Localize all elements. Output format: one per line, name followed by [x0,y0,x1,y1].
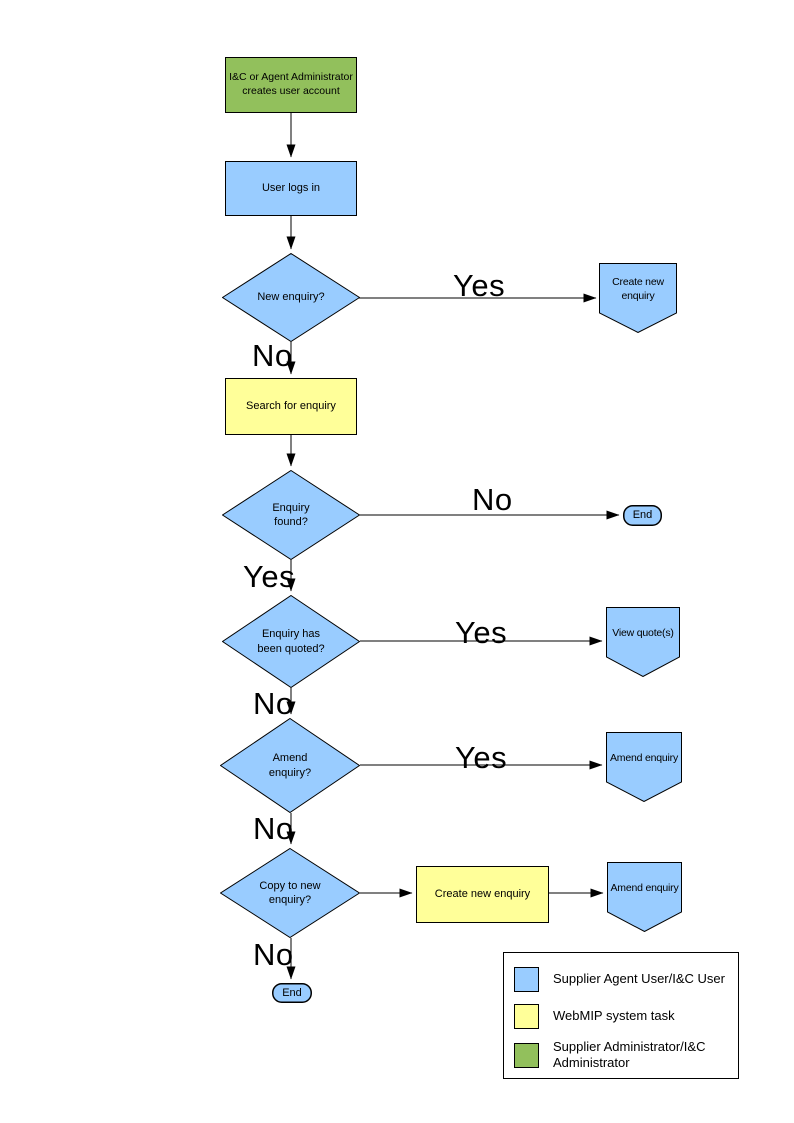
view-quotes-label: View quote(s) [612,627,674,640]
legend-swatch-blue [514,967,539,992]
edge-label-no-quoted: No [253,686,294,721]
node-search-for-enquiry: Search for enquiry [225,378,357,435]
enquiry-quoted-label: Enquiry has been quoted? [257,628,325,655]
view-quotes-offpage-shape [606,607,680,677]
end-2-shape [272,983,312,1003]
search-for-enquiry-label: Search for enquiry [246,400,336,413]
node-amend-enquiry-offpage-1: Amend enquiry [606,732,682,802]
node-end-2: End [272,983,312,1003]
search-for-enquiry-shape [225,378,357,435]
copy-to-new-enquiry-label: Copy to new enquiry? [259,879,321,906]
legend-label-supplier-admin: Supplier Administrator/I&C Administrator [553,1039,706,1071]
amend-enquiry-offpage-2-shape [607,862,682,932]
legend-swatch-green [514,1042,539,1068]
node-create-new-enquiry-task: Create new enquiry [416,866,549,923]
end-1-label: End [632,509,653,522]
amend-enquiry-question-label: Amend enquiry? [268,752,312,779]
end-1-shape [623,505,662,526]
admin-creates-account-label: I&C or Agent Administrator creates user … [229,71,353,97]
legend-label-webmip-task: WebMIP system task [553,1008,675,1024]
edge-label-yes-quoted: Yes [455,615,508,650]
node-admin-creates-account: I&C or Agent Administrator creates user … [225,57,357,113]
new-enquiry-label: New enquiry? [257,291,325,304]
node-amend-enquiry-offpage-2: Amend enquiry [607,862,682,932]
create-new-enquiry-task-shape [416,866,549,923]
create-new-enquiry-task-label: Create new enquiry [434,888,531,901]
edge-label-yes-new-enquiry: Yes [453,268,506,303]
enquiry-quoted-diamond-shape [222,595,360,688]
node-user-logs-in: User logs in [225,161,357,216]
node-copy-to-new-enquiry-decision: Copy to new enquiry? [220,848,360,938]
admin-creates-account-shape [225,57,357,113]
new-enquiry-diamond-shape [222,253,360,342]
create-new-enquiry-offpage-shape [599,263,677,333]
legend: Supplier Agent User/I&C User WebMIP syst… [503,952,739,1079]
node-new-enquiry-decision: New enquiry? [222,253,360,342]
copy-to-new-enquiry-diamond-shape [220,848,360,938]
edge-label-yes-amend: Yes [455,740,508,775]
amend-enquiry-offpage-1-shape [606,732,682,802]
user-logs-in-label: User logs in [261,182,321,195]
edge-label-no-new-enquiry: No [252,338,293,373]
amend-enquiry-offpage-2-label: Amend enquiry [610,882,679,895]
edge-label-yes-enquiry-found: Yes [243,559,296,594]
end-2-label: End [282,986,302,999]
edge-label-no-amend: No [253,811,294,846]
node-create-new-enquiry-offpage: Create new enquiry [599,263,677,333]
node-end-1: End [623,505,662,526]
edge-label-no-copy: No [253,937,294,972]
user-logs-in-shape [225,161,357,216]
node-enquiry-found-decision: Enquiry found? [222,470,360,560]
legend-row-supplier-admin: Supplier Administrator/I&C Administrator [514,1039,735,1072]
legend-label-supplier-agent-user: Supplier Agent User/I&C User [553,971,725,987]
legend-row-supplier-agent-user: Supplier Agent User/I&C User [514,967,735,992]
node-amend-enquiry-decision: Amend enquiry? [220,718,360,813]
legend-swatch-yellow [514,1004,539,1029]
node-view-quotes-offpage: View quote(s) [606,607,680,677]
amend-enquiry-offpage-1-label: Amend enquiry [609,752,679,765]
create-new-enquiry-offpage-label: Create new enquiry [612,276,664,302]
legend-row-webmip-task: WebMIP system task [514,1004,735,1029]
enquiry-found-label: Enquiry found? [272,501,310,528]
enquiry-found-diamond-shape [222,470,360,560]
node-enquiry-quoted-decision: Enquiry has been quoted? [222,595,360,688]
amend-enquiry-diamond-shape [220,718,360,813]
edge-label-no-enquiry-found: No [472,482,513,517]
